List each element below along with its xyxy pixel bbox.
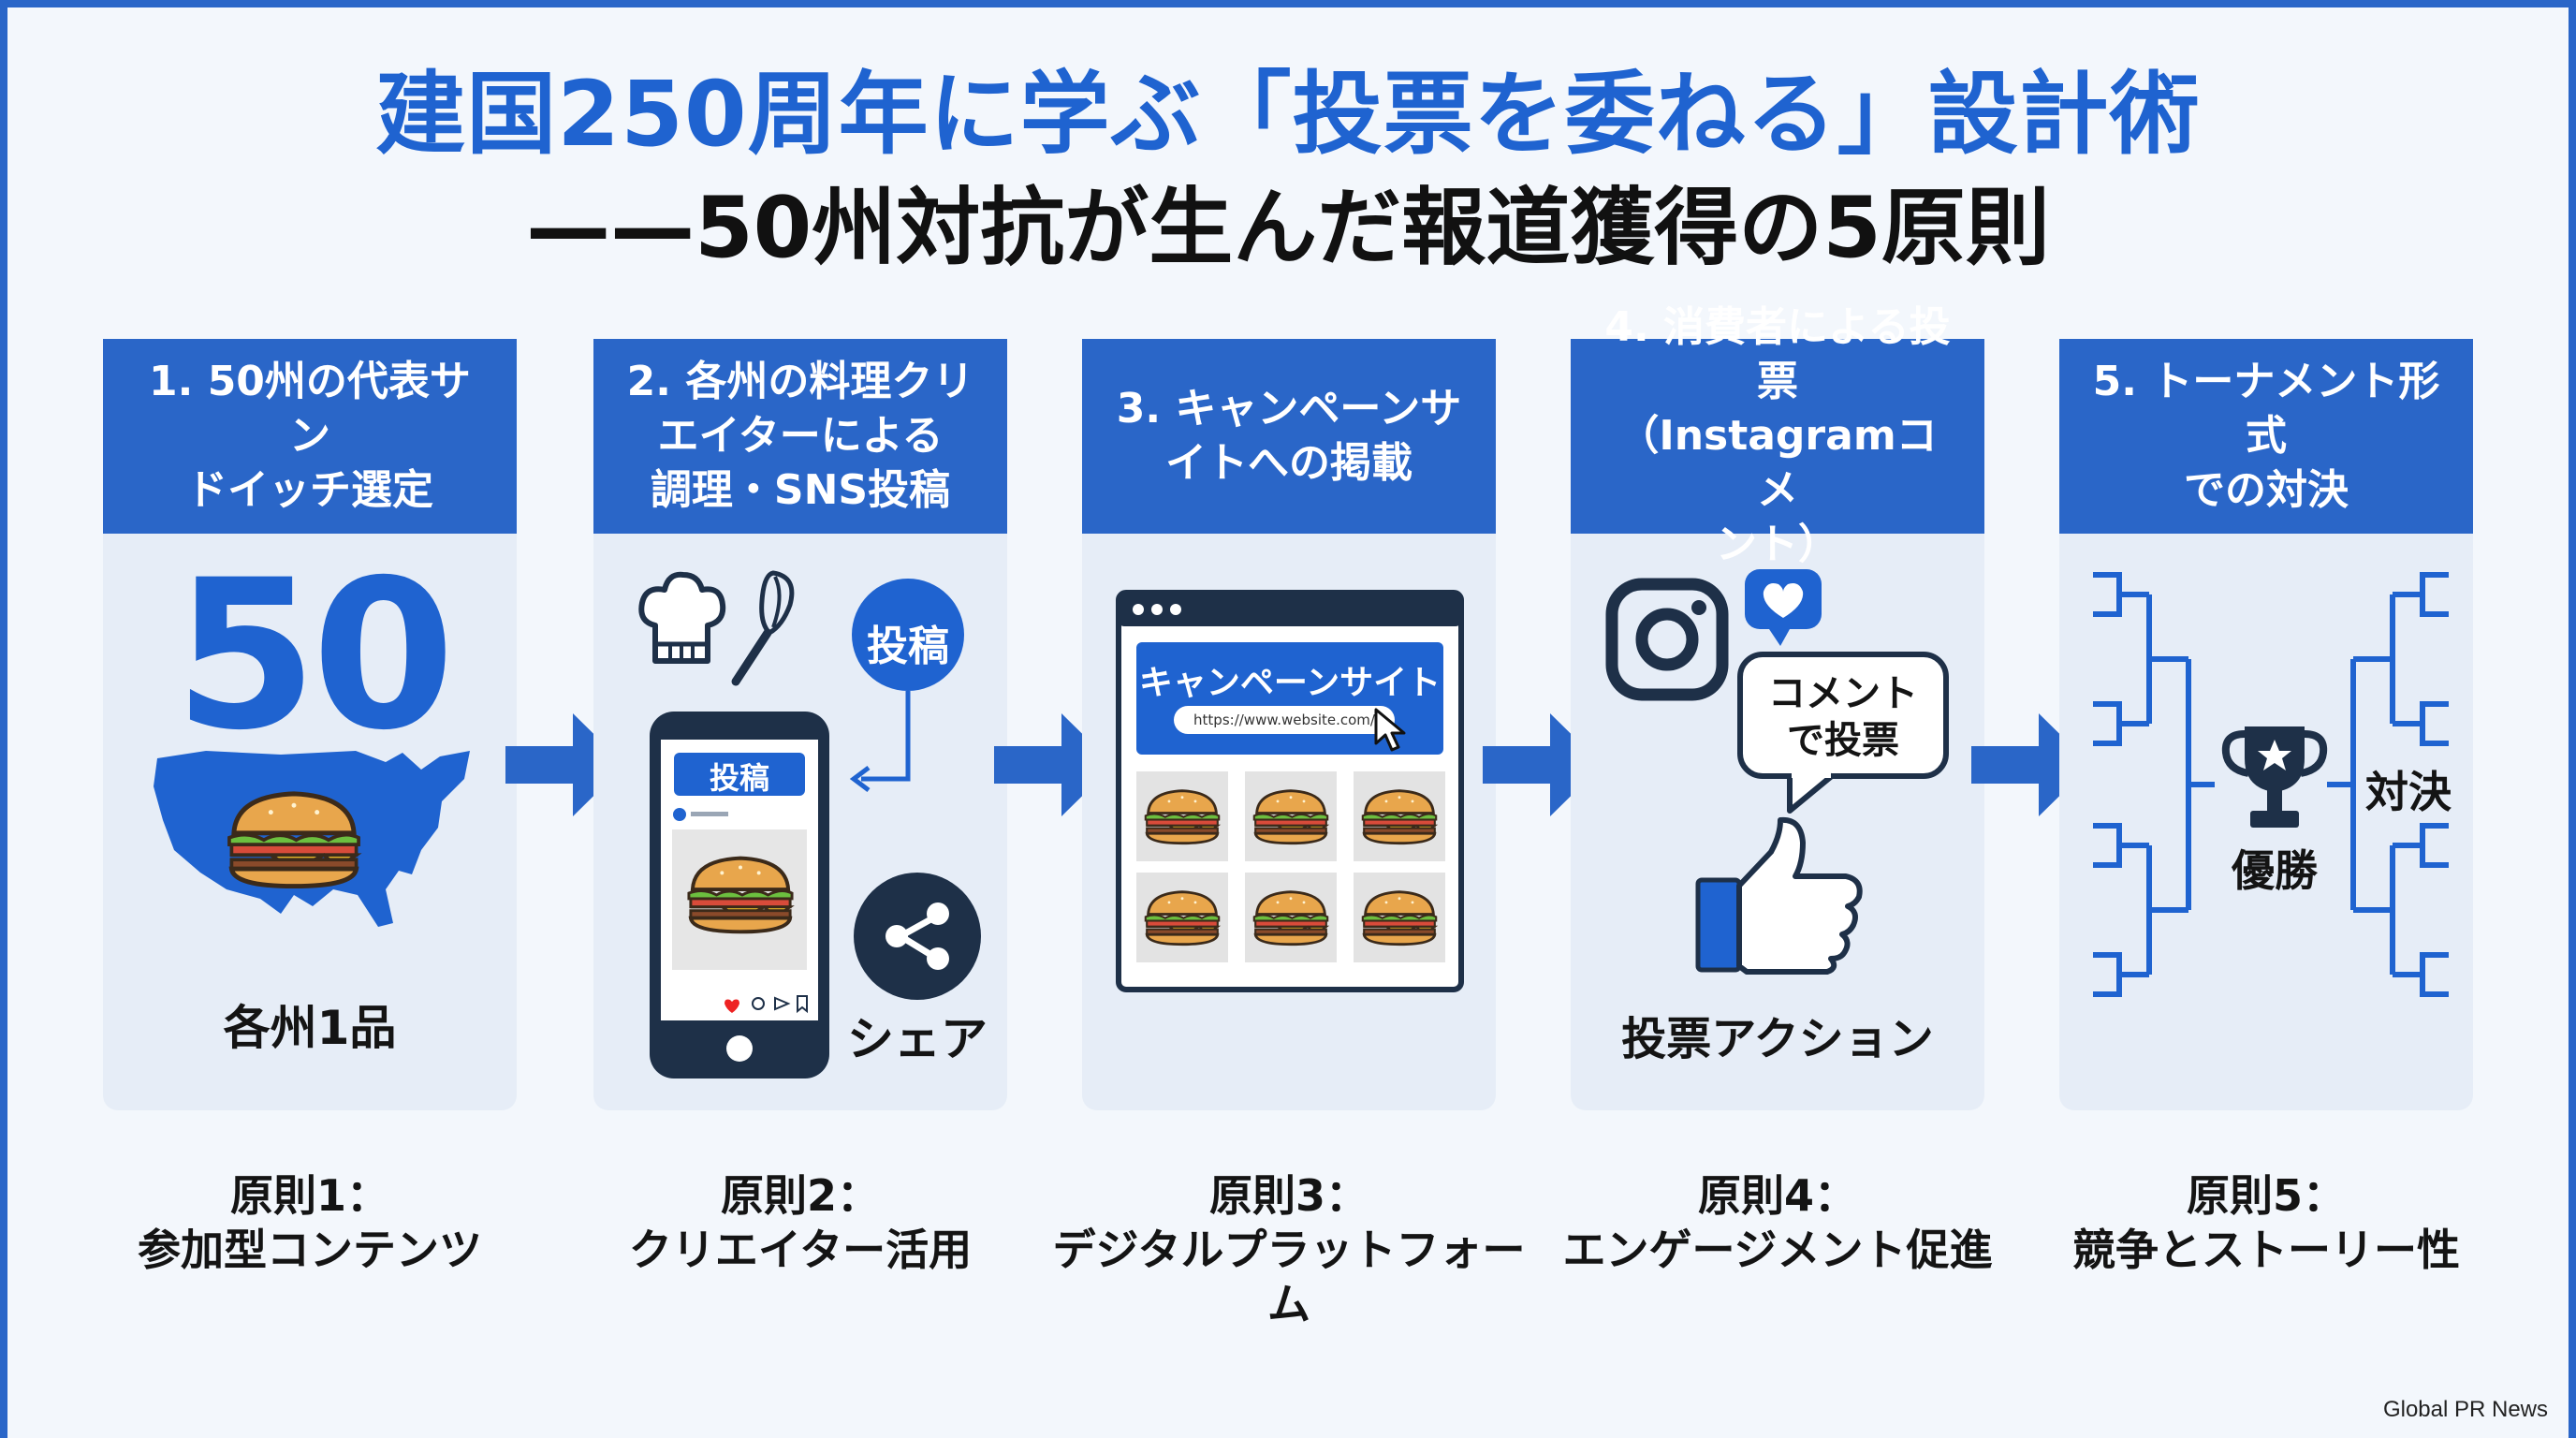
step-1-heading: 1. 50州の代表サン ドイッチ選定	[103, 339, 517, 534]
site-url: https://www.website.com/	[1193, 712, 1375, 728]
principle-5-title: 原則5：	[2186, 1170, 2346, 1221]
sandwich-icon	[1251, 786, 1330, 846]
step-5-illustration: 優勝 対決	[2059, 534, 2473, 1110]
site-label: キャンペーンサイト	[1138, 664, 1442, 702]
winner-label: 優勝	[2232, 845, 2318, 896]
grid-item	[1136, 873, 1228, 962]
page-title: 建国250周年に学ぶ「投票を委ねる」設計術	[375, 62, 2201, 167]
whisk-icon	[731, 570, 795, 686]
sandwich-icon	[1143, 888, 1222, 947]
grid-item	[1354, 873, 1445, 962]
post-bubble-label: 投稿	[867, 623, 949, 670]
step-1-panel: 1. 50州の代表サン ドイッチ選定 50 各州1品	[103, 339, 517, 1110]
principle-4-caption: 原則4： エンゲージメント促進	[1534, 1168, 2021, 1277]
step-4-heading: 4. 消費者による投票 （Instagramコメ ント）	[1571, 303, 1984, 568]
step-2-heading: 2. 各州の料理クリ エイターによる 調理・SNS投稿	[593, 339, 1007, 534]
step-5-panel: 5. トーナメント形式 での対決 優勝 対決	[2059, 339, 2473, 1110]
principle-2-body: クリエイター活用	[628, 1225, 973, 1275]
step-1-illustration: 50 各州1品	[103, 534, 517, 1110]
step-5-heading: 5. トーナメント形式 での対決	[2059, 339, 2473, 534]
principle-3-title: 原則3：	[1208, 1170, 1368, 1221]
thumbs-up-icon	[1695, 816, 1863, 975]
share-label: シェア	[847, 1012, 988, 1066]
share-icon	[854, 873, 981, 1000]
principle-5-caption: 原則5： 競争とストーリー性	[2023, 1168, 2510, 1277]
trophy-icon	[2221, 726, 2328, 828]
step-4-illustration: コメント で投票 投票アクション	[1571, 534, 1984, 1110]
comment-bubble-icon	[1737, 652, 1949, 814]
page-subtitle: ——50州対抗が生んだ報道獲得の5原則	[526, 179, 2050, 277]
big-number-50: 50	[174, 536, 455, 775]
smartphone-icon	[650, 712, 829, 1078]
phone-screen-label: 投稿	[709, 760, 769, 796]
principle-3-body: デジタルプラットフォーム	[1052, 1225, 1526, 1329]
sandwich-icon	[1143, 786, 1222, 846]
heart-bubble-icon	[1745, 569, 1822, 646]
sandwich-icon	[1360, 888, 1439, 947]
sandwich-icon	[1251, 888, 1330, 947]
step-4-panel: 4. 消費者による投票 （Instagramコメ ント） コメント で投票 投票…	[1571, 303, 1984, 1110]
footer-credit: Global PR News	[2382, 1397, 2548, 1422]
versus-label: 対決	[2357, 758, 2460, 820]
principle-1-title: 原則1：	[229, 1170, 389, 1221]
principle-2-title: 原則2：	[720, 1170, 880, 1221]
bracket-icon	[2093, 572, 2449, 997]
grid-item	[1354, 771, 1445, 861]
instagram-icon	[1605, 578, 1729, 701]
grid-item	[1245, 873, 1337, 962]
sandwich-grid	[1136, 771, 1445, 962]
principle-4-body: エンゲージメント促進	[1562, 1225, 1993, 1275]
comment-label: コメント で投票	[1768, 672, 1918, 762]
grid-item	[1245, 771, 1337, 861]
step-2-panel: 2. 各州の料理クリ エイターによる 調理・SNS投稿 投稿	[593, 339, 1007, 1110]
chef-hat-icon	[638, 571, 726, 664]
step-3-illustration: キャンペーンサイト https://www.website.com/	[1082, 534, 1496, 1110]
cursor-icon	[1374, 708, 1406, 752]
post-bubble	[849, 579, 964, 792]
sandwich-icon	[225, 786, 363, 891]
step-2-illustration: 投稿 投稿 シェア	[593, 534, 1007, 1110]
sandwich-icon	[685, 852, 796, 936]
principle-3-caption: 原則3： デジタルプラットフォーム	[1036, 1168, 1542, 1331]
principle-4-title: 原則4：	[1697, 1170, 1857, 1221]
principle-5-body: 競争とストーリー性	[2072, 1225, 2460, 1275]
sandwich-icon	[1360, 786, 1439, 846]
principle-1-body: 参加型コンテンツ	[138, 1225, 482, 1275]
step-3-heading: 3. キャンペーンサ イトへの掲載	[1082, 339, 1496, 534]
step-1-label: 各州1品	[223, 1001, 397, 1055]
vote-action-label: 投票アクション	[1621, 1013, 1934, 1065]
step-3-panel: 3. キャンペーンサ イトへの掲載 キャンペーンサイト https://www.…	[1082, 339, 1496, 1110]
principle-1-caption: 原則1： 参加型コンテンツ	[66, 1168, 553, 1277]
grid-item	[1136, 771, 1228, 861]
principle-2-caption: 原則2： クリエイター活用	[557, 1168, 1044, 1277]
